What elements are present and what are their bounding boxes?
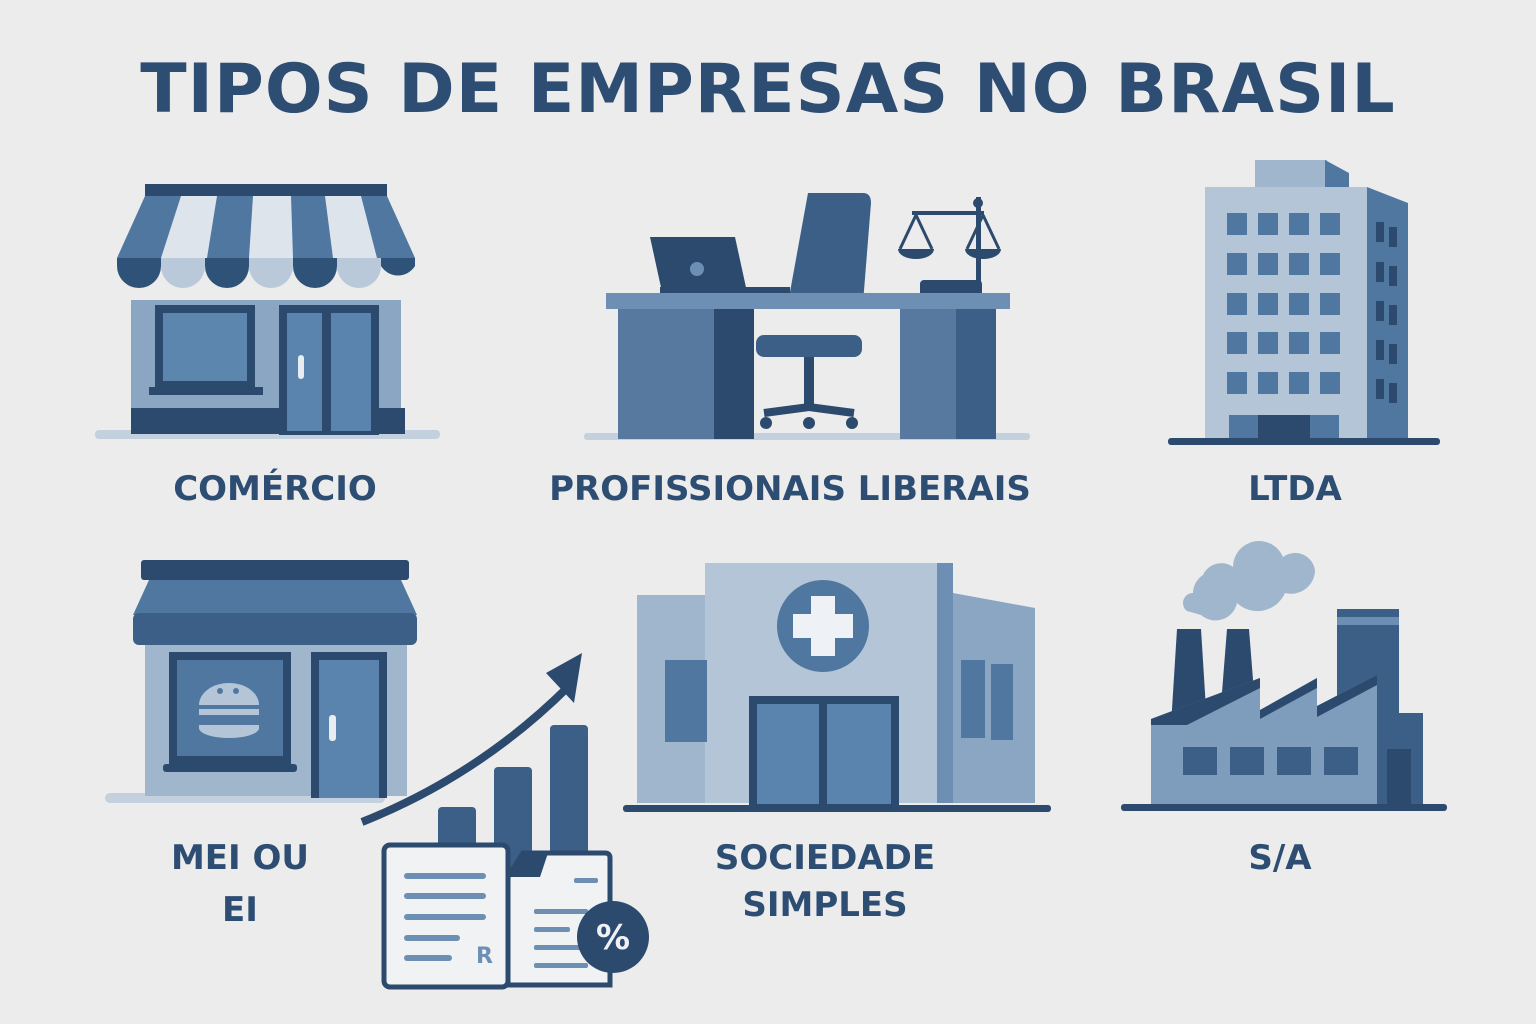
card-label-sociedade-line2: SIMPLES	[742, 885, 908, 925]
card-label-mei-line2: EI	[222, 890, 258, 930]
card-label-comercio: COMÉRCIO	[173, 469, 377, 509]
office-building-icon	[1168, 160, 1440, 445]
card-label-profissionais-liberais: PROFISSIONAIS LIBERAIS	[549, 469, 1031, 509]
currency-letter: R	[476, 944, 493, 969]
growth-chart-documents-icon: R %	[360, 653, 649, 990]
card-label-mei-line1: MEI OU	[170, 838, 310, 878]
card-label-ltda: LTDA	[1248, 469, 1342, 509]
page-title: TIPOS DE EMPRESAS NO BRASIL	[140, 50, 1396, 129]
card-label-sociedade-line1: SOCIEDADE	[714, 838, 936, 878]
card-label-sa: S/A	[1248, 838, 1312, 878]
factory-icon	[1121, 541, 1447, 811]
small-shop-icon	[105, 560, 417, 803]
storefront-icon	[95, 184, 440, 439]
percent-symbol: %	[596, 918, 630, 958]
clinic-building-icon	[623, 563, 1051, 812]
office-desk-icon	[584, 193, 1030, 440]
